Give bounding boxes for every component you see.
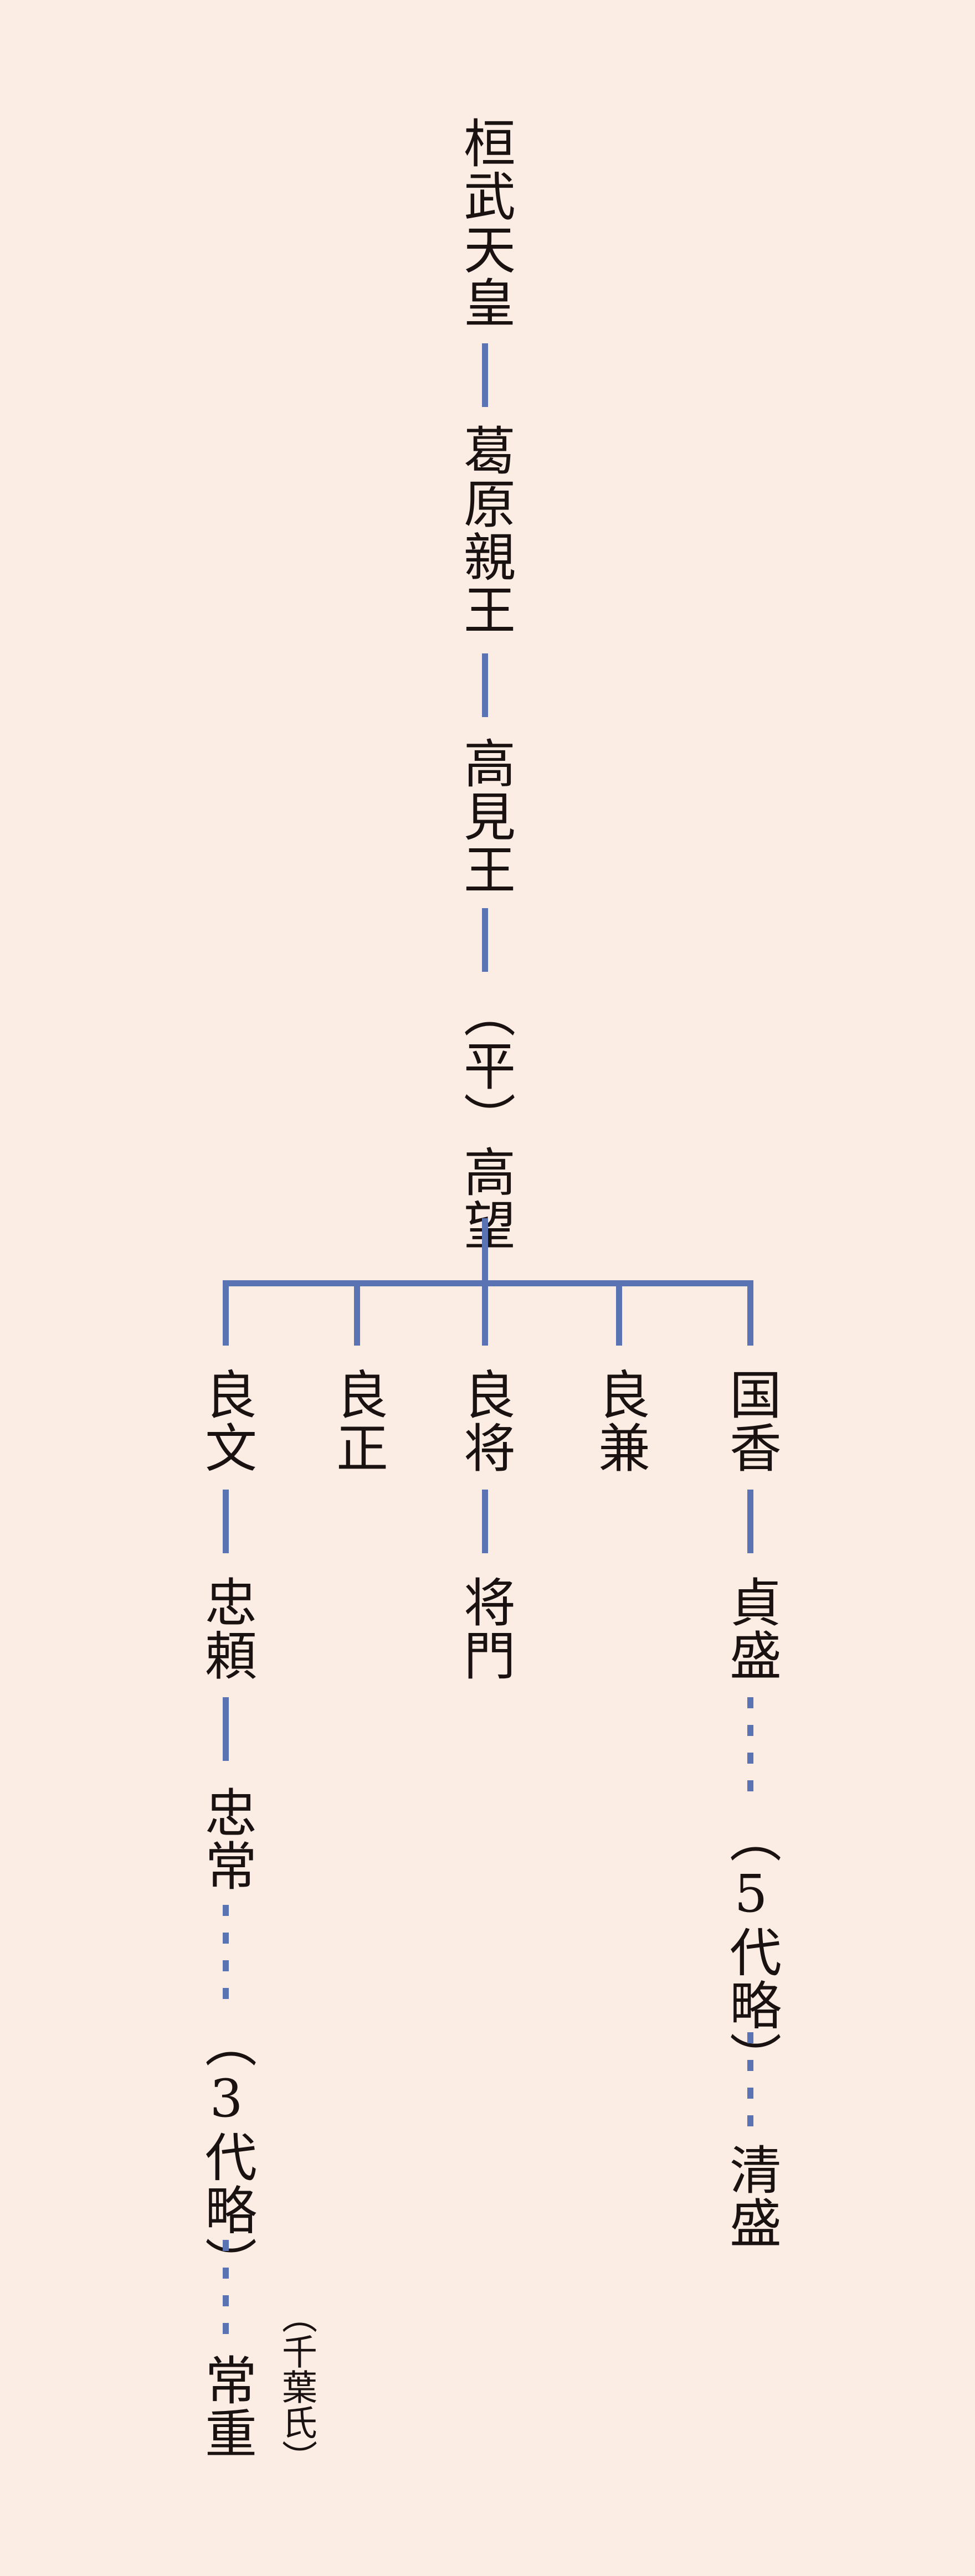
connector-solid bbox=[482, 1218, 488, 1285]
connector-solid bbox=[223, 1697, 229, 1761]
connector-solid bbox=[747, 1490, 753, 1553]
branch-drop-yoshifumi bbox=[223, 1280, 229, 1346]
branch-drop-yoshikane bbox=[616, 1280, 622, 1346]
connector-dashed bbox=[747, 2060, 753, 2071]
chiba-clan-note: （千葉氏） bbox=[276, 2298, 317, 2475]
node-tadayori: 忠頼 bbox=[196, 1575, 256, 1682]
connector-dashed bbox=[747, 2115, 753, 2126]
connector-dashed bbox=[223, 1933, 229, 1944]
connector-dashed bbox=[747, 1697, 753, 1708]
connector-dashed bbox=[223, 2268, 229, 2279]
node-takami-o: 高見王 bbox=[455, 736, 515, 896]
connector-dashed bbox=[747, 1725, 753, 1736]
branch-drop-kunika bbox=[747, 1280, 753, 1346]
node-omit-5: （5代略） bbox=[721, 1811, 781, 2085]
branch-drop-yoshimasa bbox=[354, 1280, 360, 1346]
branch-horizontal bbox=[223, 1280, 753, 1286]
connector-solid bbox=[482, 908, 488, 972]
connector-dashed bbox=[223, 2323, 229, 2334]
connector-dashed bbox=[223, 1960, 229, 1971]
connector-dashed bbox=[747, 1753, 753, 1764]
node-yoshimasa: 良正 bbox=[327, 1368, 388, 1474]
connector-solid bbox=[482, 653, 488, 717]
connector-dashed bbox=[747, 1780, 753, 1791]
node-kunika: 国香 bbox=[721, 1368, 781, 1474]
connector-dashed bbox=[223, 2295, 229, 2306]
branch-drop-yoshimochi bbox=[482, 1280, 488, 1346]
connector-dashed bbox=[223, 1905, 229, 1916]
connector-solid bbox=[482, 343, 488, 407]
node-masakado: 将門 bbox=[455, 1575, 515, 1682]
connector-solid bbox=[482, 1490, 488, 1553]
connector-dashed bbox=[223, 2240, 229, 2251]
connector-dashed bbox=[223, 1988, 229, 1999]
node-sadamori: 貞盛 bbox=[721, 1575, 781, 1682]
node-kazurahara-shinno: 葛原親王 bbox=[455, 424, 515, 636]
node-yoshifumi: 良文 bbox=[196, 1368, 256, 1474]
connector-dashed bbox=[747, 2032, 753, 2043]
connector-dashed bbox=[747, 2088, 753, 2099]
node-yoshikane: 良兼 bbox=[589, 1368, 650, 1474]
node-tsuneshige: 常重 bbox=[196, 2353, 256, 2460]
connector-solid bbox=[223, 1490, 229, 1553]
node-kiyomori: 清盛 bbox=[721, 2143, 781, 2249]
node-tadatsune: 忠常 bbox=[196, 1786, 256, 1892]
node-yoshimochi: 良将 bbox=[455, 1368, 515, 1474]
node-takamochi: （平）高望 bbox=[455, 986, 515, 1251]
node-kanmu-tenno: 桓武天皇 bbox=[455, 116, 515, 329]
